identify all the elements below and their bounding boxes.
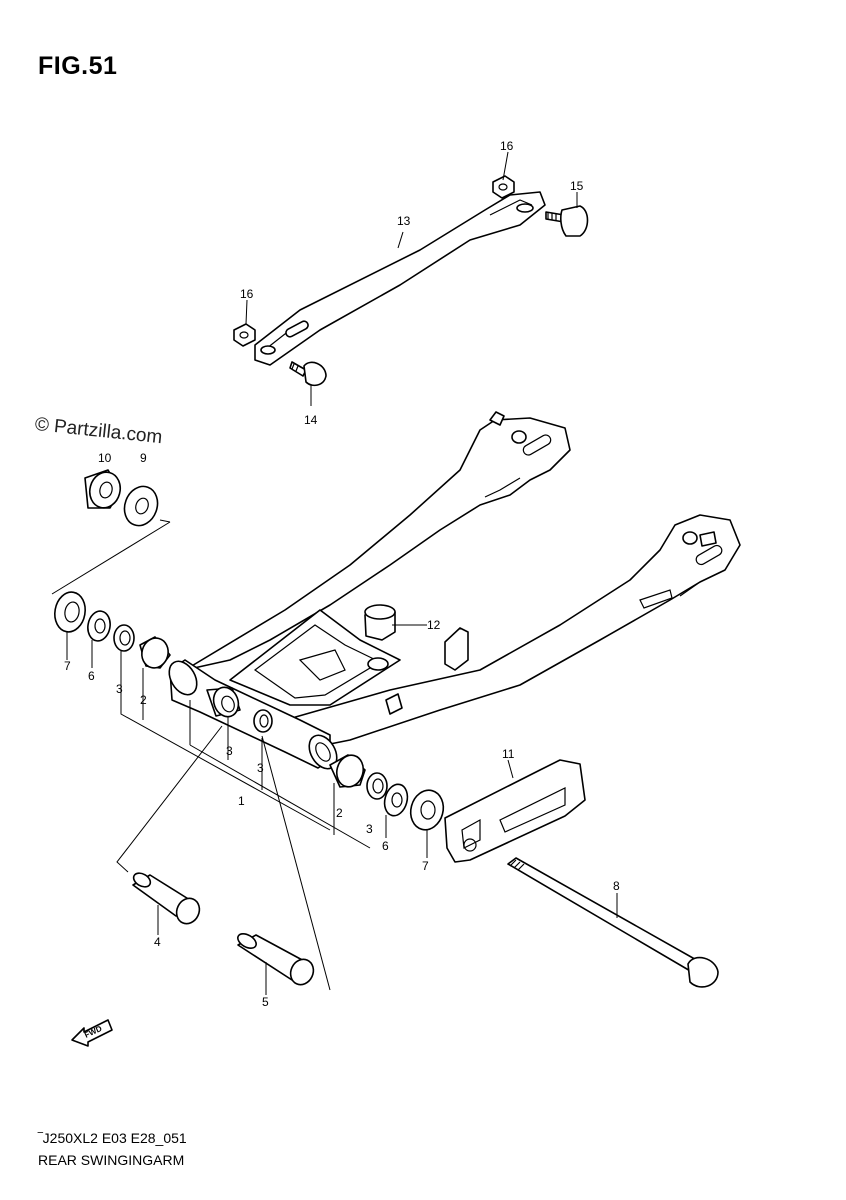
callout-3-center: 3 bbox=[226, 744, 233, 758]
callout-7-right: 7 bbox=[422, 859, 429, 873]
assembly-lines bbox=[51, 519, 371, 991]
callout-13: 13 bbox=[397, 214, 411, 228]
callout-12: 12 bbox=[427, 618, 441, 632]
callout-labels: 13 16 15 16 14 10 9 12 7 6 3 2 3 3 1 2 3… bbox=[64, 139, 620, 1009]
callout-9: 9 bbox=[140, 451, 147, 465]
shaft-4 bbox=[132, 872, 201, 925]
callout-11: 11 bbox=[502, 747, 515, 761]
callout-3-inner: 3 bbox=[257, 761, 264, 775]
sleeve-2-left bbox=[139, 636, 171, 669]
bolt-15 bbox=[545, 205, 589, 237]
forward-arrow-icon: FWD bbox=[71, 1019, 113, 1047]
spacer-10 bbox=[84, 469, 122, 509]
callout-6-right: 6 bbox=[382, 839, 389, 853]
cap-7-left bbox=[54, 591, 86, 633]
chain-case-11 bbox=[444, 759, 586, 863]
callout-3-left: 3 bbox=[116, 682, 123, 696]
callout-5: 5 bbox=[262, 995, 269, 1009]
callout-15: 15 bbox=[570, 179, 584, 193]
diagram-caption: REAR SWINGINGARM bbox=[38, 1152, 185, 1168]
bearing-3-inner bbox=[253, 709, 273, 733]
callout-1: 1 bbox=[238, 794, 245, 808]
pivot-bolt-8 bbox=[507, 857, 719, 988]
torque-link-13 bbox=[254, 191, 546, 366]
callout-16-upper: 16 bbox=[500, 139, 514, 153]
bearing-3-left bbox=[113, 624, 135, 652]
seal-6-left bbox=[87, 610, 111, 642]
callout-7-left: 7 bbox=[64, 659, 71, 673]
nut-16-lower bbox=[233, 323, 256, 347]
callout-2-left: 2 bbox=[140, 693, 147, 707]
callout-3-right: 3 bbox=[366, 822, 373, 836]
swingarm-1 bbox=[168, 411, 741, 770]
washer-9 bbox=[123, 485, 159, 527]
callout-10: 10 bbox=[98, 451, 112, 465]
sleeve-2-right bbox=[329, 754, 366, 788]
diagram-code: ‾J250XL2 E03 E28_051 bbox=[38, 1130, 187, 1146]
seal-6-right bbox=[383, 783, 409, 817]
callout-6-left: 6 bbox=[88, 669, 95, 683]
cushion-12 bbox=[364, 604, 396, 671]
callout-16-lower: 16 bbox=[240, 287, 254, 301]
callout-14: 14 bbox=[304, 413, 318, 427]
bearing-3-right bbox=[366, 772, 388, 800]
bolt-14 bbox=[289, 361, 327, 387]
shaft-5 bbox=[237, 932, 315, 986]
callout-8: 8 bbox=[613, 879, 620, 893]
nut-16-upper bbox=[492, 175, 515, 199]
callout-2-right: 2 bbox=[336, 806, 343, 820]
cap-7-right bbox=[409, 789, 445, 831]
figure-title: FIG.51 bbox=[38, 52, 118, 80]
leader-lines bbox=[66, 151, 618, 995]
callout-4: 4 bbox=[154, 935, 161, 949]
